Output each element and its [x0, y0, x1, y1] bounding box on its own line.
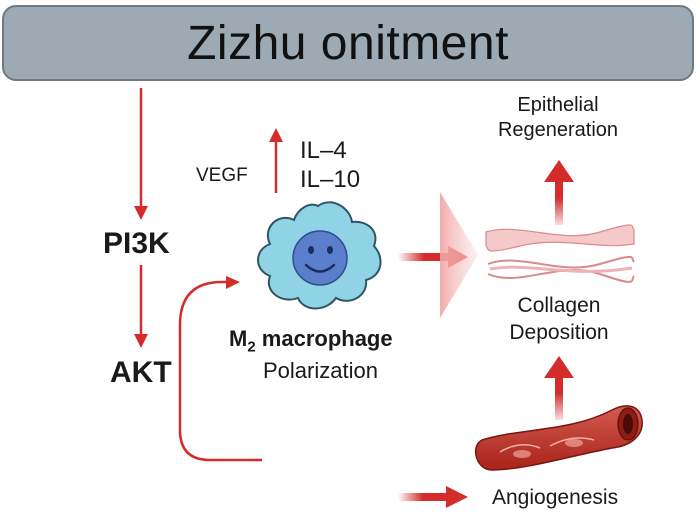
arrow-cytokine-release — [269, 128, 283, 193]
arrow-pi3k-to-akt — [134, 265, 148, 348]
arrow-title-to-pi3k — [134, 88, 148, 220]
collagen-deposition-label: Collagen Deposition — [486, 292, 632, 346]
epithelial-line2: Regeneration — [497, 119, 619, 141]
blood-vessel-icon — [474, 405, 643, 471]
macrophage-type-subscript: 2 — [247, 338, 256, 356]
collagen-line1: Collagen — [517, 294, 601, 317]
vegf-label: VEGF — [196, 165, 248, 186]
macrophage-name-label: M2 macrophage — [229, 326, 393, 355]
arrow-vessel-to-collagen — [544, 356, 574, 420]
arrow-feedback-to-macrophage — [178, 276, 262, 462]
epithelial-line1: Epithelial — [517, 94, 599, 116]
il4-label: IL–4 — [300, 137, 347, 164]
macrophage-type-letter: M — [229, 326, 248, 351]
il10-label: IL–10 — [300, 166, 361, 193]
arrow-to-angiogenesis — [398, 486, 468, 508]
polarization-label: Polarization — [263, 358, 378, 383]
diagram-title: Zizhu onitment — [187, 16, 509, 70]
akt-label: AKT — [110, 356, 172, 389]
macrophage-nucleus — [292, 230, 348, 286]
macrophage-word: macrophage — [255, 326, 393, 351]
epithelial-regeneration-label: Epithelial Regeneration — [488, 93, 628, 143]
pi3k-label: PI3K — [103, 227, 170, 260]
arrow-to-epithelial — [544, 160, 574, 225]
angiogenesis-label: Angiogenesis — [492, 486, 619, 509]
collagen-line2: Deposition — [509, 321, 609, 344]
title-banner: Zizhu onitment — [2, 5, 694, 81]
collagen-fibers-icon — [485, 224, 635, 283]
macrophage-cell — [257, 201, 382, 310]
effect-cone — [440, 192, 478, 318]
